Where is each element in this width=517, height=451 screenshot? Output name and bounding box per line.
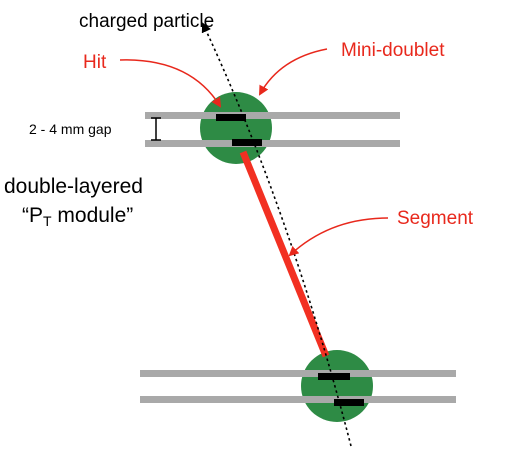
upper-minidoublet-disc: [200, 92, 272, 164]
hit-label: Hit: [83, 52, 107, 73]
lower-module: [140, 350, 456, 422]
lower-layer-bottom: [140, 396, 456, 403]
particle-trajectory: [201, 22, 352, 447]
lower-minidoublet-disc: [301, 350, 373, 422]
lower-hit-top: [318, 373, 350, 380]
segment-label: Segment: [397, 208, 474, 229]
lower-layer-top: [140, 370, 456, 377]
upper-hit-top: [216, 114, 246, 121]
gap-label: 2 - 4 mm gap: [29, 121, 112, 137]
minidoublet-arrow: [259, 48, 328, 96]
segment-arrow: [288, 217, 389, 257]
upper-module: [145, 92, 400, 164]
module-label-open: “P: [22, 204, 43, 227]
segment-line: [239, 150, 330, 358]
module-label-line1: double-layered: [4, 175, 143, 198]
lower-hit-bottom: [334, 399, 364, 406]
module-label-close: module”: [52, 204, 134, 227]
upper-layer-top: [145, 112, 400, 119]
module-label-subscript: T: [43, 213, 52, 229]
gap-indicator: [151, 117, 161, 141]
minidoublet-label: Mini-doublet: [341, 40, 445, 61]
upper-layer-bottom: [145, 140, 400, 147]
particle-label: charged particle: [79, 11, 214, 32]
hit-arrow: [119, 59, 222, 108]
upper-hit-bottom: [232, 139, 262, 146]
module-label-line2: “PT module”: [22, 204, 133, 229]
